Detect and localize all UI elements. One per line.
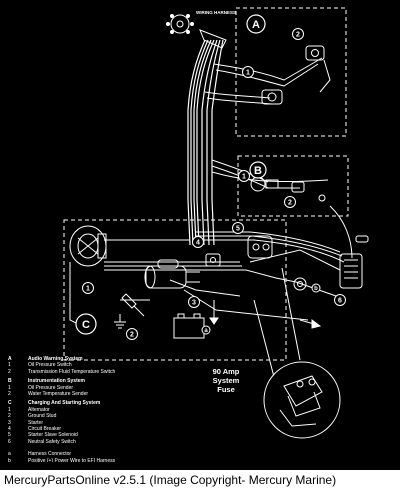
arrow-b [299, 319, 322, 329]
legend-text: Alternator [28, 406, 50, 413]
legend-item: 6 Neutral Safety Switch [8, 439, 258, 445]
oil-pressure-switch-a [261, 89, 283, 105]
legend-item: 3 Starter [8, 420, 258, 426]
wires-to-connector [196, 205, 353, 263]
section-a-label: A [252, 19, 260, 31]
legend-item: 2 Ground Stud [8, 413, 258, 419]
ground-symbol [114, 314, 126, 329]
alternator [69, 225, 107, 267]
legend-section-b-title: B Instrumentation System [8, 378, 258, 384]
legend-key: B [8, 378, 12, 385]
legend-text: Starter [28, 419, 44, 426]
legend-text: Water Temperature Sender [28, 391, 89, 398]
wires-section-c [69, 239, 341, 331]
legend-key: 6 [8, 438, 11, 445]
wiring-harness-label: WIRING HARNESS [196, 10, 236, 15]
legend-item: 1 Alternator [8, 407, 258, 413]
battery [173, 313, 205, 339]
legend-item: 5 Starter Slave Solenoid [8, 432, 258, 438]
neutral-safety-switch [293, 277, 307, 291]
legend-section-c-title: C Charging And Starting System [8, 400, 258, 406]
legend-note: a Harness Connector [8, 451, 258, 457]
section-b-label: B [254, 165, 262, 177]
footer-caption: MercuryPartsOnline v2.5.1 (Image Copyrig… [0, 470, 400, 490]
legend-text: Circuit Breaker [28, 426, 62, 433]
section-b-box [237, 155, 349, 217]
arrow-a [209, 300, 219, 325]
water-temp-sender-b [291, 181, 326, 202]
section-c-label: C [82, 319, 90, 331]
harness-connector [339, 235, 369, 289]
callout-c5: 5 [236, 226, 240, 233]
legend-item: 1 Oil Pressure Sender [8, 385, 258, 391]
legend-key: 1 [8, 406, 11, 413]
oil-pressure-sender-b [250, 176, 279, 192]
legend-item: 2 Water Temperature Sender [8, 391, 258, 397]
legend-item: 1 Oil Pressure Switch [8, 362, 258, 368]
legend-text: Starter Slave Solenoid [28, 432, 78, 439]
legend-note: b Positive (+) Power Wire to EFI Harness [8, 458, 258, 462]
legend-text: Oil Pressure Switch [28, 362, 72, 369]
callout-a1: 1 [246, 70, 250, 77]
legend-text: Ground Stud [28, 413, 57, 420]
legend-item: 4 Circuit Breaker [8, 426, 258, 432]
legend-text: Harness Connector [28, 451, 72, 458]
legend-key: 2 [8, 413, 11, 420]
legend-key: 1 [8, 384, 11, 391]
legend-title: Audio Warning System [28, 356, 83, 362]
legend-key: 5 [8, 432, 11, 439]
fuse-label-line2: System [213, 376, 240, 385]
wires-to-b [211, 159, 329, 189]
legend-text: Neutral Safety Switch [28, 438, 76, 445]
callout-b1: 1 [242, 174, 246, 181]
callout-note-a: a [204, 328, 208, 334]
legend-title: Instrumentation System [28, 378, 85, 385]
legend: A Audio Warning System 1 Oil Pressure Sw… [8, 356, 258, 462]
legend-key: 2 [8, 368, 11, 375]
circuit-breaker [205, 253, 221, 267]
legend-key: C [8, 400, 12, 407]
legend-key: 1 [8, 362, 11, 369]
legend-text: Positive (+) Power Wire to EFI Harness [28, 457, 116, 462]
transmission-temp-switch [305, 45, 331, 93]
legend-key: 3 [8, 419, 11, 426]
callout-c4: 4 [196, 240, 200, 247]
wiring-diagram: 1 2 1 2 1 2 3 4 5 6 a b A B C WIRING HAR… [63, 7, 369, 439]
callout-c2: 2 [130, 332, 134, 339]
callout-c3: 3 [192, 300, 196, 307]
callout-c1: 1 [86, 286, 90, 293]
legend-key: a [8, 451, 11, 458]
starter [144, 259, 200, 289]
legend-key: 4 [8, 426, 11, 433]
legend-section-a-title: A Audio Warning System [8, 356, 258, 362]
fuse-label-line3: Fuse [217, 385, 235, 394]
legend-key: 2 [8, 391, 11, 398]
legend-text: Transmission Fluid Temperature Switch [28, 368, 116, 375]
legend-title: Charging And Starting System [28, 400, 101, 407]
legend-item: 2 Transmission Fluid Temperature Switch [8, 369, 258, 375]
wires-to-a [204, 57, 323, 105]
fuse-callout [253, 267, 341, 439]
fuse-label-line1: 90 Amp [213, 367, 240, 376]
ground-stud [121, 293, 145, 317]
section-c-box [63, 219, 287, 361]
callout-b2: 2 [288, 200, 292, 207]
callout-c6: 6 [338, 298, 342, 305]
harness-bundle [187, 39, 224, 246]
wiring-harness-plug [166, 14, 227, 49]
legend-key: A [8, 356, 12, 362]
callout-note-b: b [314, 286, 318, 292]
legend-key: b [8, 457, 11, 462]
starter-slave-solenoid [247, 235, 273, 259]
legend-text: Oil Pressure Sender [28, 384, 74, 391]
callout-a2: 2 [296, 32, 300, 39]
